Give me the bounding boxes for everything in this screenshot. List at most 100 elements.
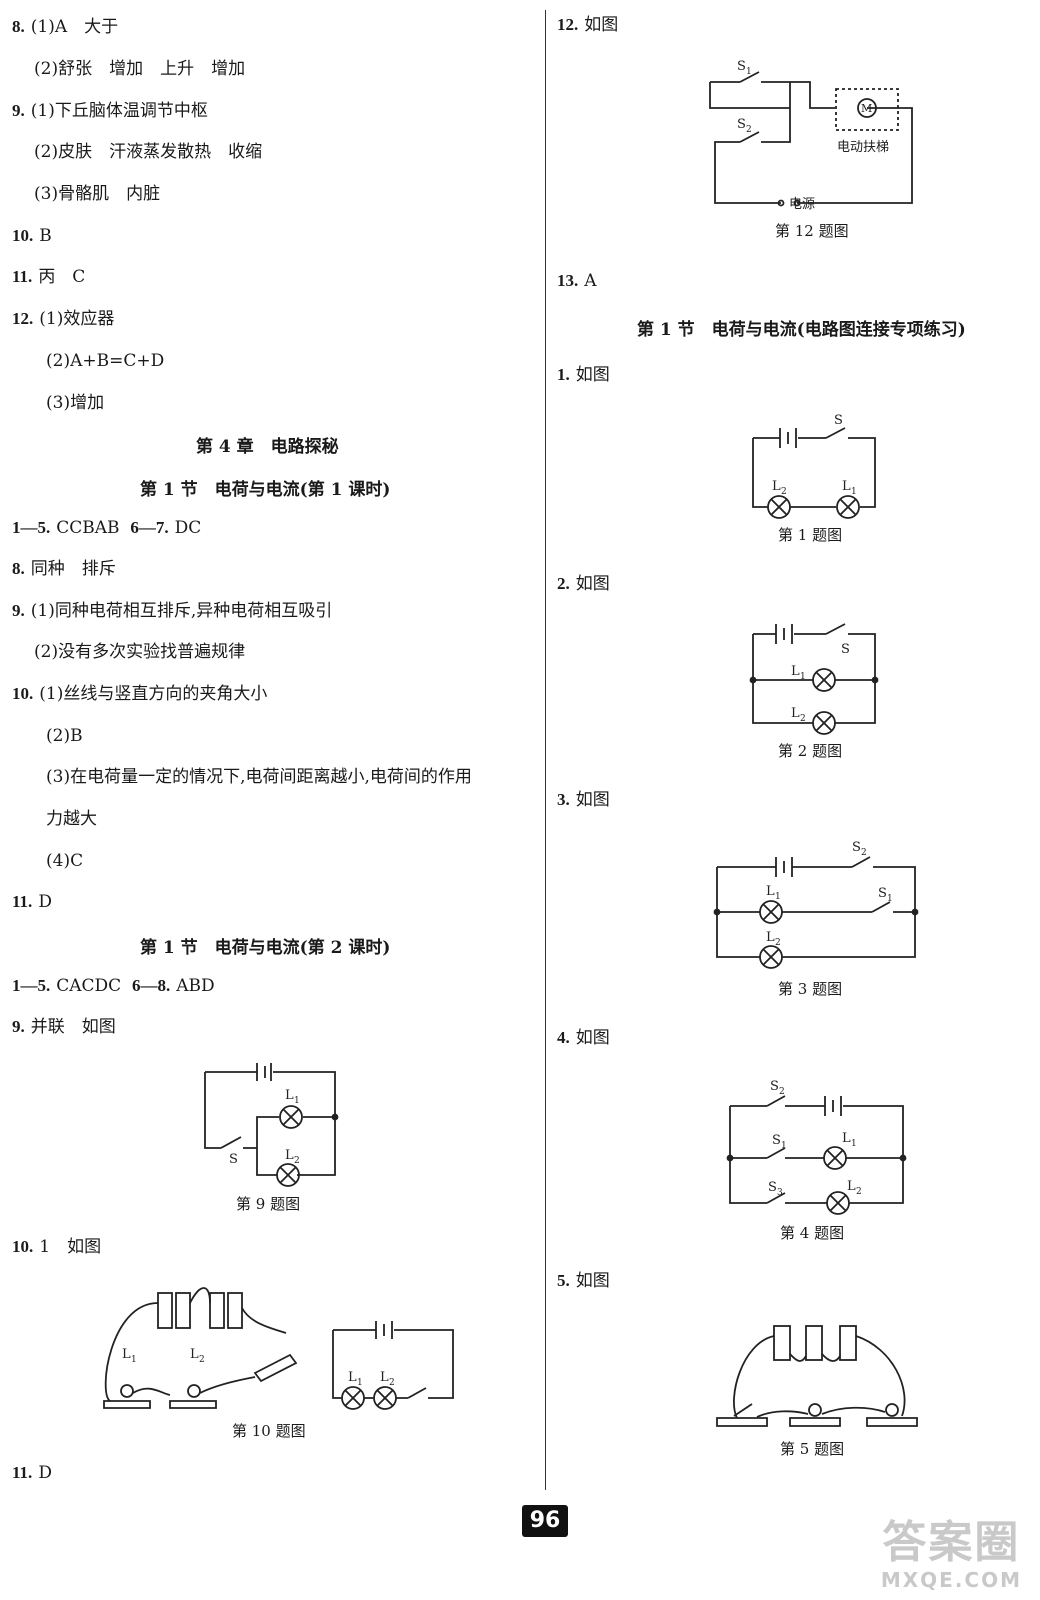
s1-q11-num: 11. — [12, 892, 33, 911]
s2-q11-answer: D — [38, 1463, 52, 1483]
fig10-l1-label: L — [122, 1347, 131, 1362]
q9-num: 9. — [12, 101, 25, 120]
q8-num: 8. — [12, 17, 25, 36]
practice-1-caption: 第 1 题图 — [778, 526, 843, 544]
watermark-cn: 答案圈 — [882, 1517, 1021, 1568]
p1-line: 1. 如图 — [557, 364, 610, 386]
s1-q8: 8. 同种 排斥 — [12, 558, 116, 580]
fig10-l1-sub: 1 — [131, 1355, 137, 1365]
s2-q10-answer: 1 如图 — [39, 1237, 102, 1257]
s2-q1-5-answer: CACDC — [56, 976, 122, 996]
s2-q1-5-num: 1—5. — [12, 976, 51, 995]
fig12-s1-sub: 1 — [746, 67, 752, 77]
s2-q10: 10. 1 如图 — [12, 1236, 101, 1258]
p4-s3-sub: 3 — [777, 1188, 783, 1198]
q12-answer-1: (1)效应器 — [39, 309, 115, 329]
fig9-l1-label: L — [285, 1088, 294, 1103]
practice-5-caption: 第 5 题图 — [780, 1440, 845, 1458]
q8-answer-1: (1)A 大于 — [30, 17, 119, 37]
q9-line3: (3)骨骼肌 内脏 — [34, 184, 161, 204]
s2-q6-8-num: 6—8. — [132, 976, 171, 995]
q11-num: 11. — [12, 267, 33, 286]
fig10-l2-sub: 2 — [199, 1355, 205, 1365]
s2-q11: 11.D — [12, 1462, 52, 1484]
p3-line: 3. 如图 — [557, 789, 610, 811]
p5-line: 5.如图 — [557, 1270, 610, 1292]
s1-q8-answer: 同种 排斥 — [30, 559, 116, 579]
figure-12-caption: 第 12 题图 — [775, 222, 849, 240]
q9-line1: 9.(1)下丘脑体温调节中枢 — [12, 100, 208, 122]
r-q13: 13.A — [557, 270, 597, 292]
section-heading-2: 第 1 节 电荷与电流(第 2 课时) — [140, 938, 391, 958]
s1-q1-7: 1—5.CCBAB 6—7.DC — [12, 517, 201, 539]
page-number: 96 — [522, 1505, 568, 1537]
fig10s-l2-sub: 2 — [389, 1378, 395, 1388]
s2-q9-num: 9. — [12, 1017, 25, 1036]
p2-l2-sub: 2 — [800, 714, 806, 724]
r-q12-num: 12. — [557, 15, 579, 34]
fig12-motor-label: 电动扶梯 — [837, 140, 889, 155]
section-heading-practice: 第 1 节 电荷与电流(电路图连接专项练习) — [637, 320, 966, 340]
fig9-l1-sub: 1 — [294, 1096, 300, 1106]
p2-l1-label: L — [791, 664, 800, 679]
fig10s-l1-sub: 1 — [357, 1378, 363, 1388]
p3-answer: 如图 — [575, 790, 610, 810]
fig9-l2-label: L — [285, 1148, 294, 1163]
p3-num: 3. — [557, 790, 570, 809]
p1-num: 1. — [557, 365, 570, 384]
watermark-logo: 答案圈 MXQE.COM — [881, 1517, 1022, 1593]
s1-q10-line3: (3)在电荷量一定的情况下,电荷间距离越小,电荷间的作用 — [46, 767, 472, 787]
p4-l1-sub: 1 — [851, 1139, 857, 1149]
section-heading-1: 第 1 节 电荷与电流(第 1 课时) — [140, 480, 391, 500]
fig12-m-label: M — [861, 102, 872, 115]
p1-l1-label: L — [842, 479, 851, 494]
p2-num: 2. — [557, 574, 570, 593]
s1-q1-5-answer: CCBAB — [56, 518, 120, 538]
q10-answer: B — [39, 226, 52, 246]
r-q12: 12. 如图 — [557, 14, 618, 36]
s2-q10-num: 10. — [12, 1237, 34, 1256]
column-divider — [545, 10, 546, 1490]
p4-s3-label: S — [768, 1180, 777, 1195]
p1-answer: 如图 — [575, 365, 610, 385]
p4-l2-sub: 2 — [856, 1187, 862, 1197]
s1-q11: 11.D — [12, 891, 52, 913]
p2-s-label: S — [841, 642, 850, 657]
s1-q10-line2: (2)B — [46, 726, 83, 746]
q9-line2: (2)皮肤 汗液蒸发散热 收缩 — [34, 142, 263, 162]
s1-q8-num: 8. — [12, 559, 25, 578]
practice-5-physical-circuit — [716, 1325, 918, 1427]
s1-q10-line1: 10.(1)丝线与竖直方向的夹角大小 — [12, 683, 267, 705]
q12-line1: 12.(1)效应器 — [12, 308, 114, 330]
p3-l1-sub: 1 — [775, 892, 781, 902]
p2-line: 2.如图 — [557, 573, 610, 595]
figure-10-caption: 第 10 题图 — [232, 1422, 306, 1440]
p4-s2-label: S — [770, 1079, 779, 1094]
p3-l2-label: L — [766, 930, 775, 945]
s1-q10-line5: (4)C — [46, 851, 84, 871]
fig12-s1-label: S — [737, 59, 746, 74]
r-q13-answer: A — [584, 271, 597, 291]
s1-q9-num: 9. — [12, 601, 25, 620]
practice-3-caption: 第 3 题图 — [778, 980, 843, 998]
fig12-s2-label: S — [737, 117, 746, 132]
chapter-heading: 第 4 章 电路探秘 — [196, 437, 339, 457]
r-q12-answer: 如图 — [584, 15, 619, 35]
figure-9-caption: 第 9 题图 — [236, 1195, 301, 1213]
p1-l1-sub: 1 — [851, 487, 857, 497]
fig12-power-label: 电源 — [789, 197, 815, 212]
fig9-s-label: S — [229, 1152, 238, 1167]
p1-l2-sub: 2 — [781, 487, 787, 497]
p4-l2-label: L — [847, 1179, 856, 1194]
q8-line1: 8. (1)A 大于 — [12, 16, 118, 38]
p4-line: 4.如图 — [557, 1027, 610, 1049]
s1-q10-answer-1: (1)丝线与竖直方向的夹角大小 — [39, 684, 268, 704]
q11-line: 11.丙 C — [12, 266, 85, 288]
